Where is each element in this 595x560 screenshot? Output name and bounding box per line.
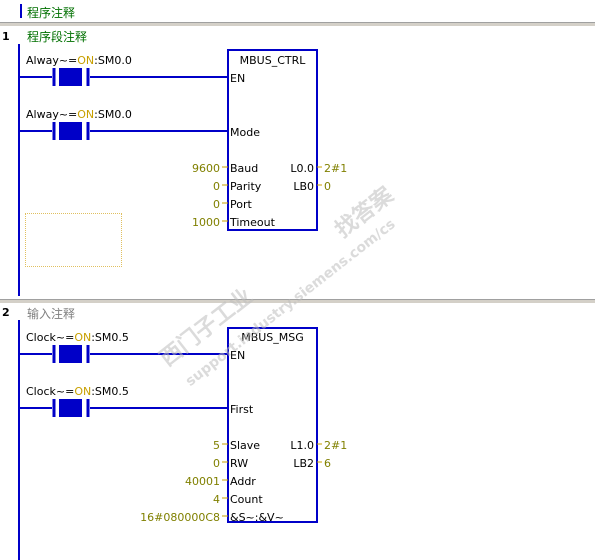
- value-data-ptr[interactable]: 16#080000C8: [140, 511, 220, 524]
- value-slave[interactable]: 5: [213, 439, 220, 452]
- contact-label[interactable]: Alway~=ON:SM0.0: [26, 108, 132, 121]
- pin-timeout: Timeout: [230, 216, 275, 229]
- pin-en: EN: [230, 72, 246, 85]
- value-rw[interactable]: 0: [213, 457, 220, 470]
- contact-icon: [52, 345, 90, 363]
- value-done[interactable]: 2#1: [324, 162, 348, 175]
- block-mbus-msg: [227, 327, 318, 523]
- pin-rw: RW: [230, 457, 249, 470]
- pin-mode: Mode: [230, 126, 260, 139]
- power-rail: [18, 44, 20, 296]
- pin-data-ptr: &S~:&V~: [230, 511, 284, 524]
- network-comment[interactable]: 输入注释: [27, 307, 76, 321]
- pin-slave: Slave: [230, 439, 261, 452]
- block-mbus-ctrl: [227, 49, 318, 231]
- value-baud[interactable]: 9600: [192, 162, 220, 175]
- pin-port: Port: [230, 198, 252, 211]
- pin-error: LB0: [293, 180, 314, 193]
- value-port[interactable]: 0: [213, 198, 220, 211]
- contact-label[interactable]: Alway~=ON:SM0.0: [26, 54, 132, 67]
- pin-error: LB2: [293, 457, 314, 470]
- network-comment[interactable]: 程序段注释: [27, 30, 88, 44]
- header-marker: [20, 4, 22, 18]
- power-rail: [18, 320, 20, 560]
- pin-done: L1.0: [290, 439, 314, 452]
- value-addr[interactable]: 40001: [185, 475, 220, 488]
- value-parity[interactable]: 0: [213, 180, 220, 193]
- block-title[interactable]: MBUS_CTRL: [239, 54, 306, 67]
- program-comment-header[interactable]: 程序注释: [0, 0, 595, 22]
- pin-baud: Baud: [230, 162, 259, 175]
- pin-en: EN: [230, 349, 246, 362]
- contact-icon: [52, 399, 90, 417]
- pin-addr: Addr: [230, 475, 256, 488]
- contact-icon: [52, 68, 90, 86]
- contact-address: Clock~=ON:SM0.5: [26, 331, 129, 344]
- pin-count: Count: [230, 493, 263, 506]
- value-error[interactable]: 0: [324, 180, 331, 193]
- network-separator: [0, 22, 595, 26]
- value-timeout[interactable]: 1000: [192, 216, 220, 229]
- network-number[interactable]: 2: [2, 306, 10, 319]
- contact-label[interactable]: Clock~=ON:SM0.5: [26, 385, 129, 398]
- network-separator: [0, 299, 595, 303]
- value-done[interactable]: 2#1: [324, 439, 348, 452]
- empty-network-area[interactable]: [25, 213, 122, 267]
- pin-parity: Parity: [230, 180, 262, 193]
- contact-label[interactable]: Clock~=ON:SM0.5: [26, 331, 129, 344]
- contact-address: Alway~=ON:SM0.0: [26, 108, 132, 121]
- value-error[interactable]: 6: [324, 457, 331, 470]
- pin-done: L0.0: [290, 162, 314, 175]
- contact-icon: [52, 122, 90, 140]
- block-title[interactable]: MBUS_MSG: [241, 331, 304, 344]
- program-comment[interactable]: 程序注释: [27, 6, 76, 20]
- pin-first: First: [230, 403, 254, 416]
- contact-address: Alway~=ON:SM0.0: [26, 54, 132, 67]
- network-number[interactable]: 1: [2, 30, 10, 43]
- value-count[interactable]: 4: [213, 493, 220, 506]
- contact-address: Clock~=ON:SM0.5: [26, 385, 129, 398]
